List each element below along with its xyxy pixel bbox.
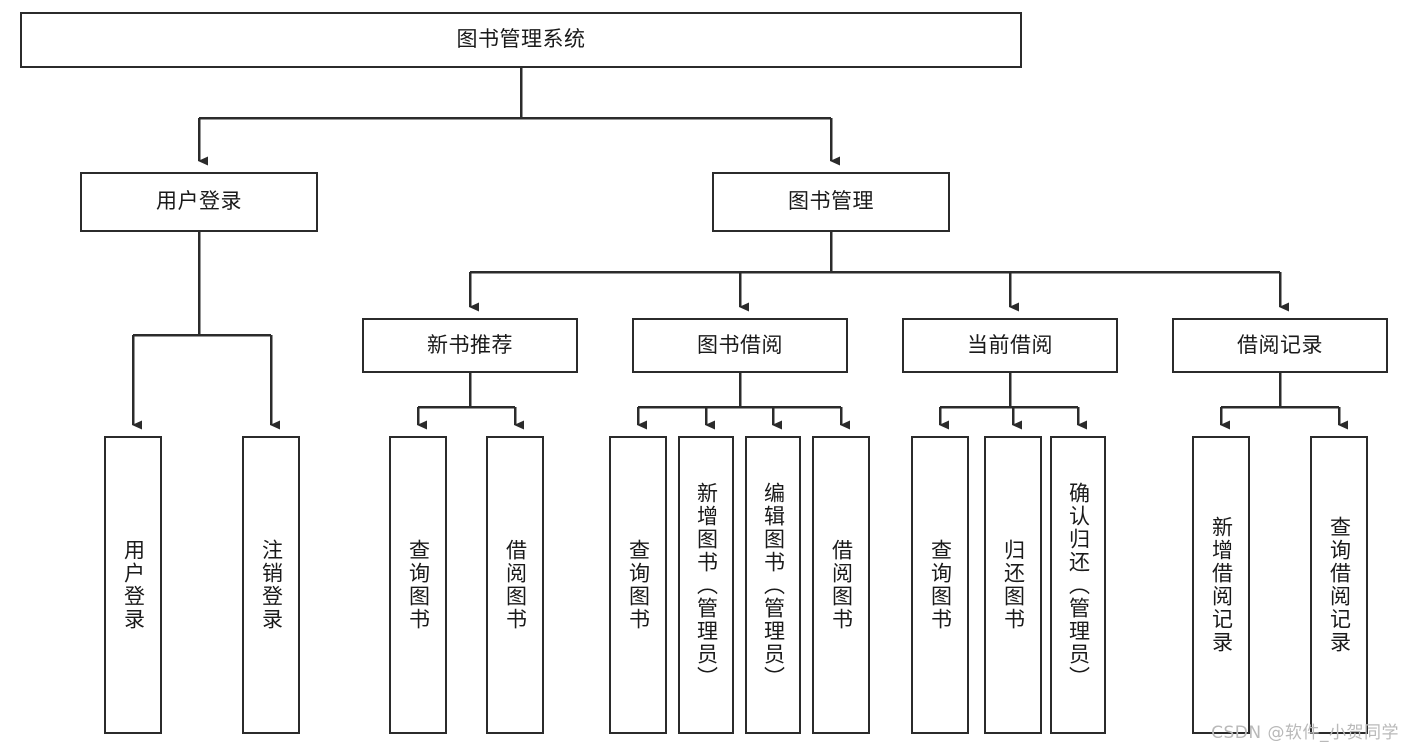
node-label: 确认归还（管理员） — [1066, 481, 1091, 689]
csdn-watermark: CSDN @软件_小贺同学 — [1211, 723, 1399, 743]
node-leaf-edit-book[interactable]: 编辑图书（管理员） — [745, 436, 801, 734]
node-label: 图书管理系统 — [456, 27, 586, 52]
node-current-borrow[interactable]: 当前借阅 — [902, 318, 1118, 373]
node-leaf-add-book[interactable]: 新增图书（管理员） — [678, 436, 734, 734]
node-leaf-logout[interactable]: 注销登录 — [242, 436, 300, 734]
node-leaf-borrow-book-2[interactable]: 借阅图书 — [812, 436, 870, 734]
node-label: 查询图书 — [626, 539, 651, 631]
node-label: 当前借阅 — [967, 332, 1053, 357]
node-new-book-rec[interactable]: 新书推荐 — [362, 318, 578, 373]
node-label: 借阅记录 — [1237, 332, 1323, 357]
node-label: 查询图书 — [406, 539, 431, 631]
node-leaf-confirm-return[interactable]: 确认归还（管理员） — [1050, 436, 1106, 734]
node-label: 编辑图书（管理员） — [761, 481, 786, 689]
node-label: 借阅图书 — [503, 539, 528, 631]
node-borrow-record[interactable]: 借阅记录 — [1172, 318, 1388, 373]
node-root[interactable]: 图书管理系统 — [20, 12, 1022, 68]
node-book-borrow[interactable]: 图书借阅 — [632, 318, 848, 373]
node-label: 用户登录 — [156, 189, 242, 214]
node-label: 查询借阅记录 — [1327, 516, 1352, 654]
node-label: 借阅图书 — [829, 539, 854, 631]
node-leaf-query-record[interactable]: 查询借阅记录 — [1310, 436, 1368, 734]
node-label: 新增借阅记录 — [1209, 516, 1234, 654]
node-label: 查询图书 — [928, 539, 953, 631]
node-label: 图书管理 — [788, 189, 874, 214]
node-leaf-query-book-3[interactable]: 查询图书 — [911, 436, 969, 734]
node-leaf-query-book-2[interactable]: 查询图书 — [609, 436, 667, 734]
node-label: 归还图书 — [1001, 539, 1026, 631]
node-user-login[interactable]: 用户登录 — [80, 172, 318, 232]
node-label: 新书推荐 — [427, 332, 513, 357]
node-leaf-user-login[interactable]: 用户登录 — [104, 436, 162, 734]
node-leaf-query-book-1[interactable]: 查询图书 — [389, 436, 447, 734]
node-leaf-add-record[interactable]: 新增借阅记录 — [1192, 436, 1250, 734]
node-label: 用户登录 — [121, 539, 146, 631]
node-leaf-borrow-book-1[interactable]: 借阅图书 — [486, 436, 544, 734]
node-label: 新增图书（管理员） — [694, 481, 719, 689]
node-book-manage[interactable]: 图书管理 — [712, 172, 950, 232]
node-leaf-return-book[interactable]: 归还图书 — [984, 436, 1042, 734]
node-label: 图书借阅 — [697, 332, 783, 357]
node-label: 注销登录 — [259, 539, 284, 631]
